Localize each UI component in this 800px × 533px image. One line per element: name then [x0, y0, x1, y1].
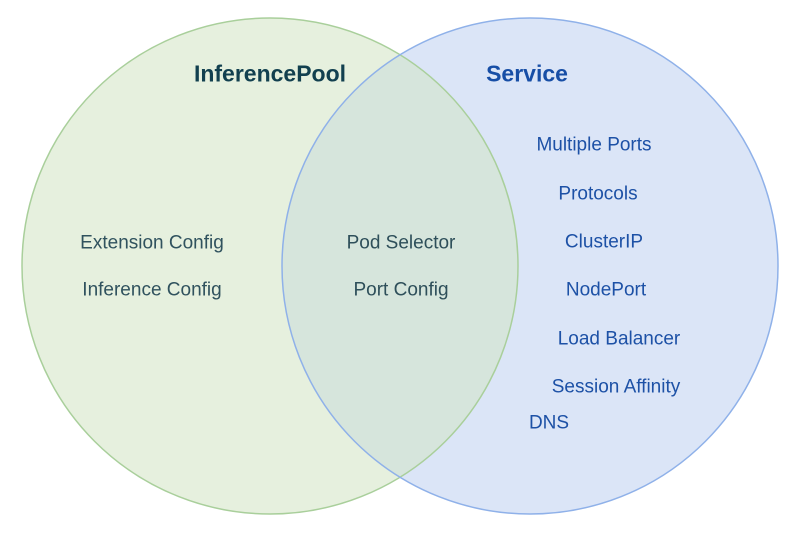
- item-inference-config: Inference Config: [82, 279, 222, 301]
- item-port-config: Port Config: [353, 279, 449, 301]
- inferencepool-circle-outline: [21, 17, 519, 515]
- inferencepool-title: InferencePool: [193, 60, 347, 87]
- item-extension-config: Extension Config: [80, 232, 224, 254]
- item-session-affinity: Session Affinity: [551, 376, 681, 398]
- service-title: Service: [486, 60, 568, 87]
- item-protocols: Protocols: [558, 183, 638, 205]
- service-circle-outline: [281, 17, 779, 515]
- item-clusterip: ClusterIP: [564, 231, 644, 253]
- item-nodeport: NodePort: [565, 279, 647, 301]
- item-load-balancer: Load Balancer: [557, 328, 681, 350]
- item-dns: DNS: [528, 412, 570, 434]
- item-pod-selector: Pod Selector: [346, 232, 456, 254]
- item-multiple-ports: Multiple Ports: [536, 134, 652, 156]
- overlap-region: [282, 18, 518, 514]
